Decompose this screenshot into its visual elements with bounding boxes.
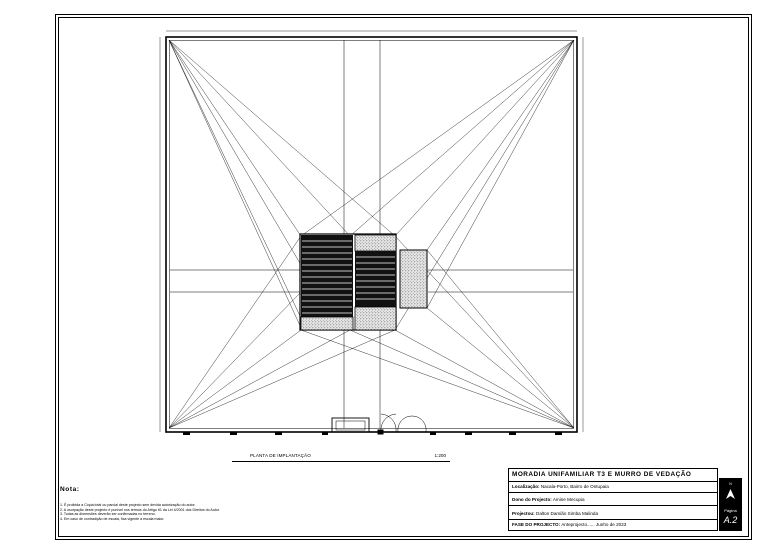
designer-field: Projectou: Dalton Damião Simba Malinda <box>512 511 598 516</box>
location-label: Localização: <box>512 484 540 489</box>
notes-title: Nota: <box>60 486 80 493</box>
phase-field: FASE DO PROJECTO: Anteprojecto...... Jun… <box>512 522 626 527</box>
title-block-owner-row: Dono do Projecto: Amine Mecupia <box>509 493 717 506</box>
note-line: 3. Todas as dimensões deverão ser confir… <box>60 512 156 517</box>
designer-value: Dalton Damião Simba Malinda <box>536 511 599 516</box>
drawing-scale: 1:200 <box>434 453 447 458</box>
site-boundary-wall <box>165 36 578 433</box>
phase-value: Anteprojecto...... Junho de 2023 <box>561 522 627 527</box>
owner-label: Dono do Projecto: <box>512 497 552 502</box>
page-label: Página <box>724 508 737 513</box>
phase-label: FASE DO PROJECTO: <box>512 522 561 527</box>
drawing-title: PLANTA DE IMPLANTAÇÃO <box>250 453 311 458</box>
page-number-box: N Página A.2 <box>719 478 742 531</box>
title-block-phase-row: FASE DO PROJECTO: Anteprojecto...... Jun… <box>509 520 717 531</box>
house-footprint <box>299 233 428 331</box>
title-block-location-row: Localização: Nacala-Porto, Bairro de Ont… <box>509 482 717 493</box>
owner-value: Amine Mecupia <box>552 497 585 502</box>
dimension-lines <box>159 30 584 432</box>
notes-section: Nota: 1. É proibida a Cópia total ou par… <box>60 486 380 521</box>
caption-underline <box>232 461 450 462</box>
note-line: 1. É proibida a Cópia total ou parcial d… <box>60 503 196 507</box>
drawing-caption: PLANTA DE IMPLANTAÇÃO 1:200 <box>232 451 450 463</box>
roof-sheeting-lines <box>302 240 352 314</box>
entrance-gate <box>331 413 427 435</box>
title-block-title-row: MORADIA UNIFAMILIAR T3 E MURRO DE VEDAÇÃ… <box>509 469 717 482</box>
diagonal-layout-lines <box>168 39 575 429</box>
location-value: Nacala-Porto, Bairro de Ontupaia <box>540 484 609 489</box>
note-line: 2. A usurpação deste projecto é punível … <box>60 507 220 512</box>
owner-field: Dono do Projecto: Amine Mecupia <box>512 497 585 502</box>
north-label: N <box>729 482 732 486</box>
fence-pillars <box>183 432 562 435</box>
page-number: A.2 <box>723 515 738 525</box>
title-block: MORADIA UNIFAMILIAR T3 E MURRO DE VEDAÇÃ… <box>508 468 718 531</box>
note-line: 4. Em caso de contradição de escala, fic… <box>60 516 165 521</box>
drawing-sheet-border <box>55 14 752 540</box>
designer-label: Projectou: <box>512 511 535 516</box>
title-block-designer-row: Projectou: Dalton Damião Simba Malinda <box>509 506 717 520</box>
project-title: MORADIA UNIFAMILIAR T3 E MURRO DE VEDAÇÃ… <box>512 471 692 478</box>
north-arrow-icon <box>726 489 735 499</box>
drawing-sheet-inner-border <box>58 17 749 537</box>
location-field: Localização: Nacala-Porto, Bairro de Ont… <box>512 484 609 489</box>
